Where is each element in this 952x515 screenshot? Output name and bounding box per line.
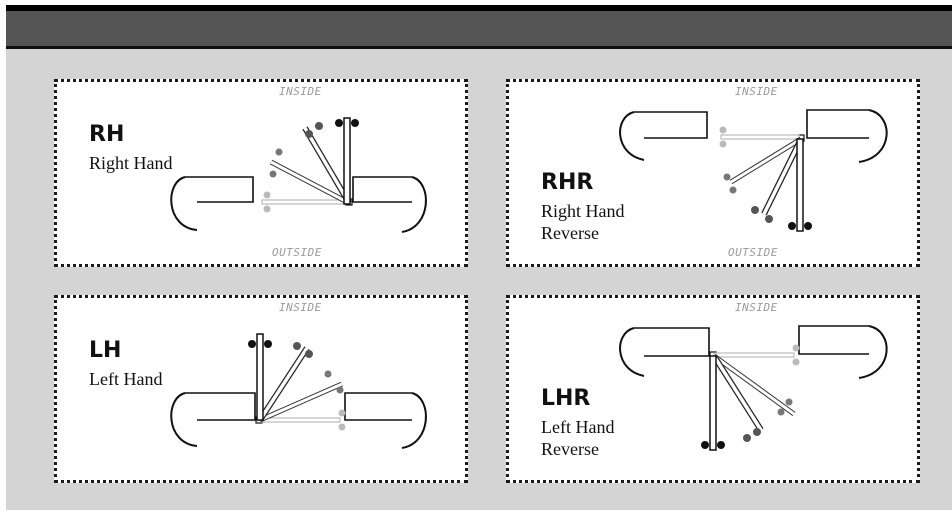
door-swing-diagram <box>619 109 888 232</box>
handing-name: Left Hand <box>89 369 163 389</box>
handing-name: Right Hand <box>89 153 173 173</box>
outside-label: OUTSIDE <box>728 246 778 259</box>
inside-label: INSIDE <box>279 301 322 314</box>
outside-label: OUTSIDE <box>272 246 322 259</box>
inside-label: INSIDE <box>735 301 778 314</box>
handing-code: RH <box>89 122 125 147</box>
panel-right-hand-reverse: INSIDE OUTSIDE RHR Right Hand Reverse <box>506 79 920 267</box>
handing-code: LH <box>89 338 122 363</box>
header-bar <box>6 5 952 49</box>
door-swing-diagram <box>170 117 427 233</box>
panel-right-hand: INSIDE OUTSIDE RH Right Hand <box>54 79 468 267</box>
diagram-frame: INSIDE OUTSIDE RH Right Hand <box>6 5 952 510</box>
handing-code: RHR <box>541 170 594 195</box>
door-swing-diagram <box>170 333 427 449</box>
handing-name: Right Hand Reverse <box>541 201 625 243</box>
panel-left-hand: INSIDE LH Left Hand <box>54 295 468 483</box>
inside-label: INSIDE <box>279 85 322 98</box>
door-swing-diagram <box>619 325 888 451</box>
panel-left-hand-reverse: INSIDE LHR Left Hand Reverse <box>506 295 920 483</box>
handing-code: LHR <box>541 386 591 411</box>
inside-label: INSIDE <box>735 85 778 98</box>
handing-name: Left Hand Reverse <box>541 417 615 459</box>
